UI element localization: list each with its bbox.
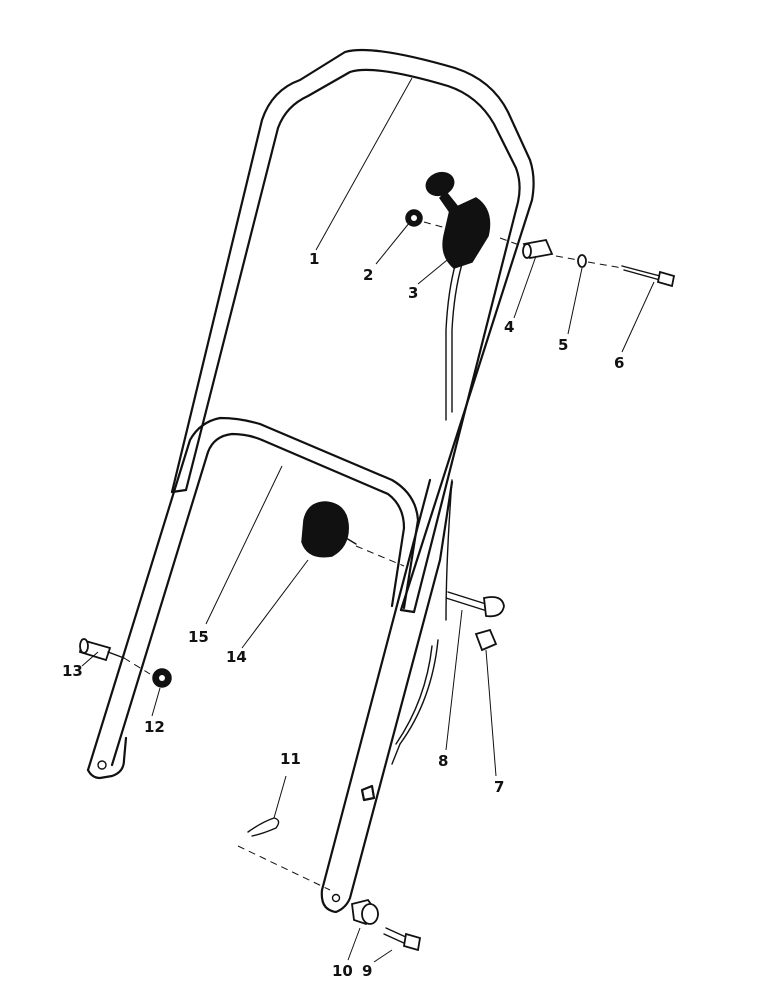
pivot-bushing-10 <box>351 898 380 926</box>
callout-6: 6 <box>614 354 624 372</box>
nut-12 <box>152 668 172 688</box>
bolt-9 <box>383 927 422 952</box>
callout-7: 7 <box>494 778 504 796</box>
spacer-4 <box>522 238 554 260</box>
callout-15: 15 <box>188 628 209 646</box>
hairpin-clip-11 <box>247 817 280 837</box>
cable-clip-7 <box>474 628 498 652</box>
upper-handle <box>170 48 535 614</box>
assembly-lines <box>123 221 623 891</box>
callout-1: 1 <box>309 250 319 268</box>
callout-12: 12 <box>144 718 165 736</box>
callout-10: 10 <box>332 962 353 980</box>
knob-14 <box>301 501 357 558</box>
callout-8: 8 <box>438 752 448 770</box>
callout-9: 9 <box>362 962 372 980</box>
throttle-control <box>425 171 491 421</box>
callout-13: 13 <box>62 662 83 680</box>
bolt-6 <box>621 265 676 288</box>
callout-3: 3 <box>408 284 418 302</box>
leader-lines <box>81 77 655 963</box>
callout-4: 4 <box>504 318 514 336</box>
callout-labels: 1 2 3 4 5 6 15 14 13 12 8 7 11 10 9 <box>62 250 624 980</box>
callout-14: 14 <box>226 648 247 666</box>
carriage-bolt-8 <box>445 591 505 618</box>
callout-2: 2 <box>363 266 373 284</box>
shoulder-bolt-13 <box>78 638 125 662</box>
lower-handle <box>86 416 454 914</box>
callout-5: 5 <box>558 336 568 354</box>
callout-11: 11 <box>280 750 301 768</box>
control-cable <box>391 479 453 765</box>
washer-5 <box>577 254 587 268</box>
